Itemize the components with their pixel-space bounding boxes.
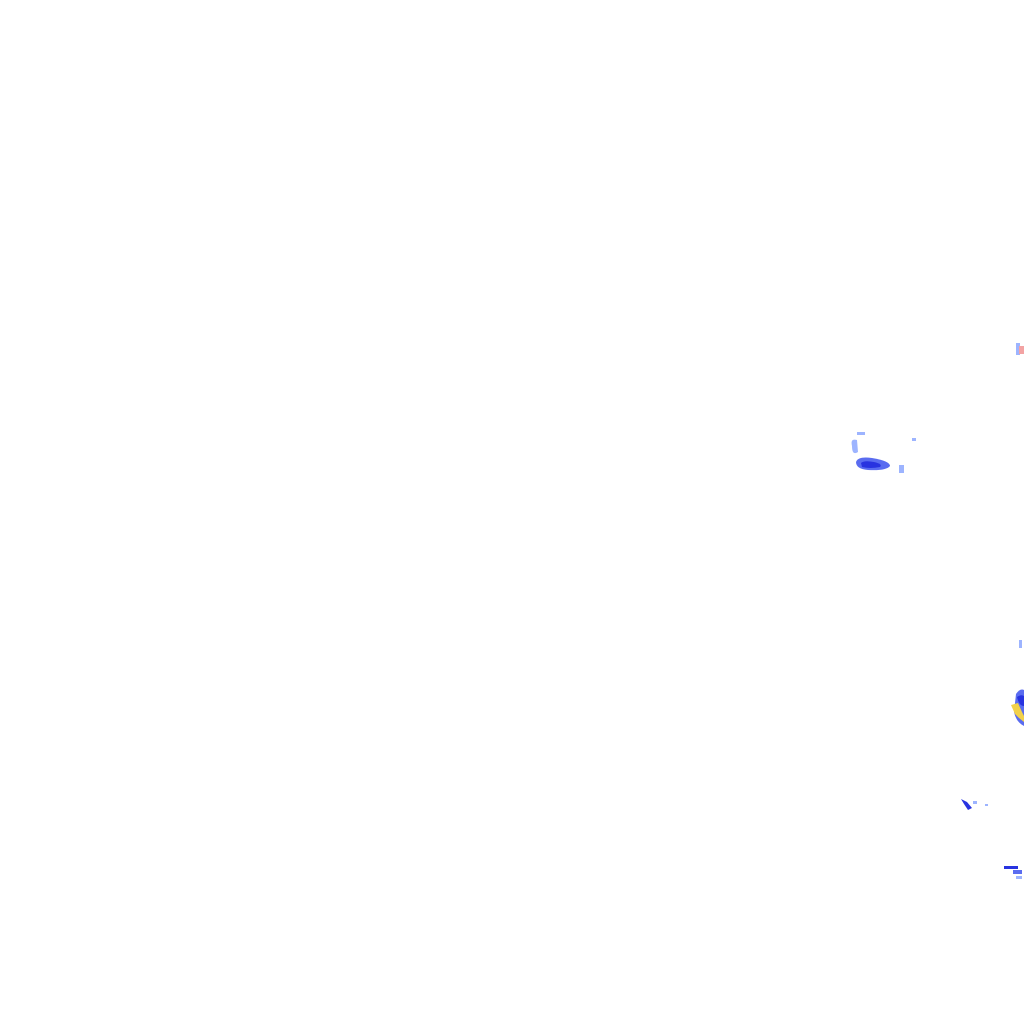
echo-fragment [973,801,977,804]
echo-fragment [1016,876,1022,879]
echo-fragment [851,439,858,454]
echo-fragment [1011,703,1024,722]
echo-cell-lower [961,799,988,810]
echo-fragment [912,438,916,441]
echo-fragment [1013,870,1022,874]
echo-fragment [1017,695,1024,706]
echo-fragment [985,804,988,806]
echo-fragment [861,461,881,468]
echo-fragment [1016,343,1020,355]
echo-fragment [961,799,972,810]
echo-cell-upper-right [1016,343,1024,355]
echo-fragment [1019,346,1024,354]
echo-fragment [899,465,904,473]
echo-fragment [857,432,865,435]
echo-cell-right-edge [1011,689,1024,726]
echo-speck-right [1019,640,1022,648]
echo-fragment [1004,866,1018,869]
echo-cell-bottom-right [1004,866,1022,879]
echo-cluster-center-right [851,432,916,473]
echo-fragment [1019,640,1022,648]
